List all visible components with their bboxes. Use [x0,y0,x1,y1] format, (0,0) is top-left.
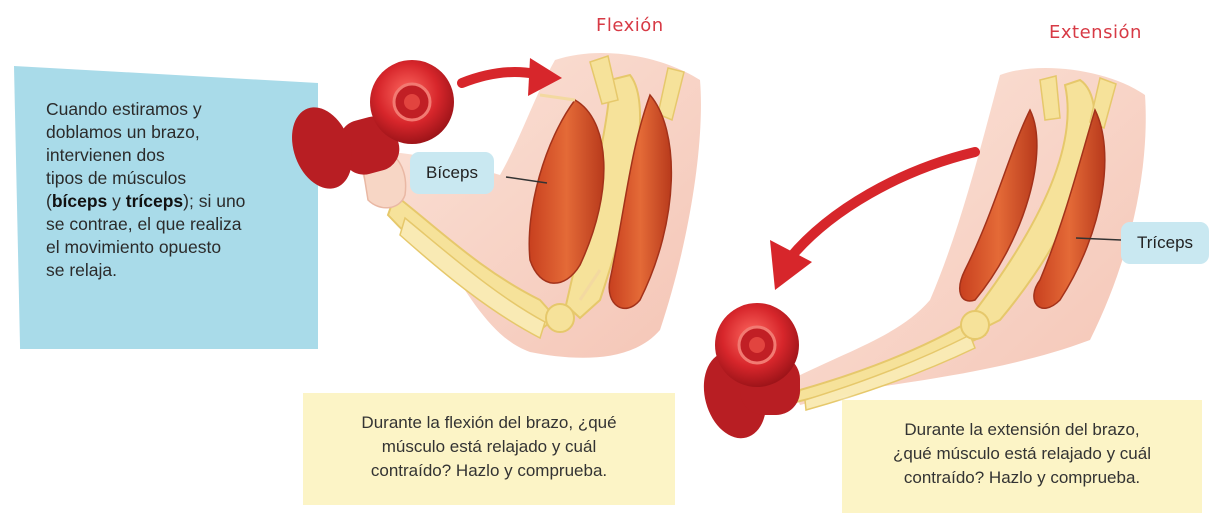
question-line: contraído? Hazlo y comprueba. [303,459,675,483]
question-line: Durante la flexión del brazo, ¿qué [303,411,675,435]
elbow-joint [546,304,574,332]
biceps-label: Bíceps [410,152,494,194]
question-extension: Durante la extensión del brazo, ¿qué mús… [842,400,1202,513]
triceps-label: Tríceps [1121,222,1209,264]
dumbbell-icon [695,303,800,445]
flexion-title: Flexión [596,15,664,36]
question-line: músculo está relajado y cuál [303,435,675,459]
elbow-joint [961,311,989,339]
question-line: ¿qué músculo está relajado y cuál [842,442,1202,466]
extension-title: Extensión [1049,22,1142,43]
question-flexion: Durante la flexión del brazo, ¿qué múscu… [303,393,675,505]
question-line: Durante la extensión del brazo, [842,418,1202,442]
question-line: contraído? Hazlo y comprueba. [842,466,1202,490]
